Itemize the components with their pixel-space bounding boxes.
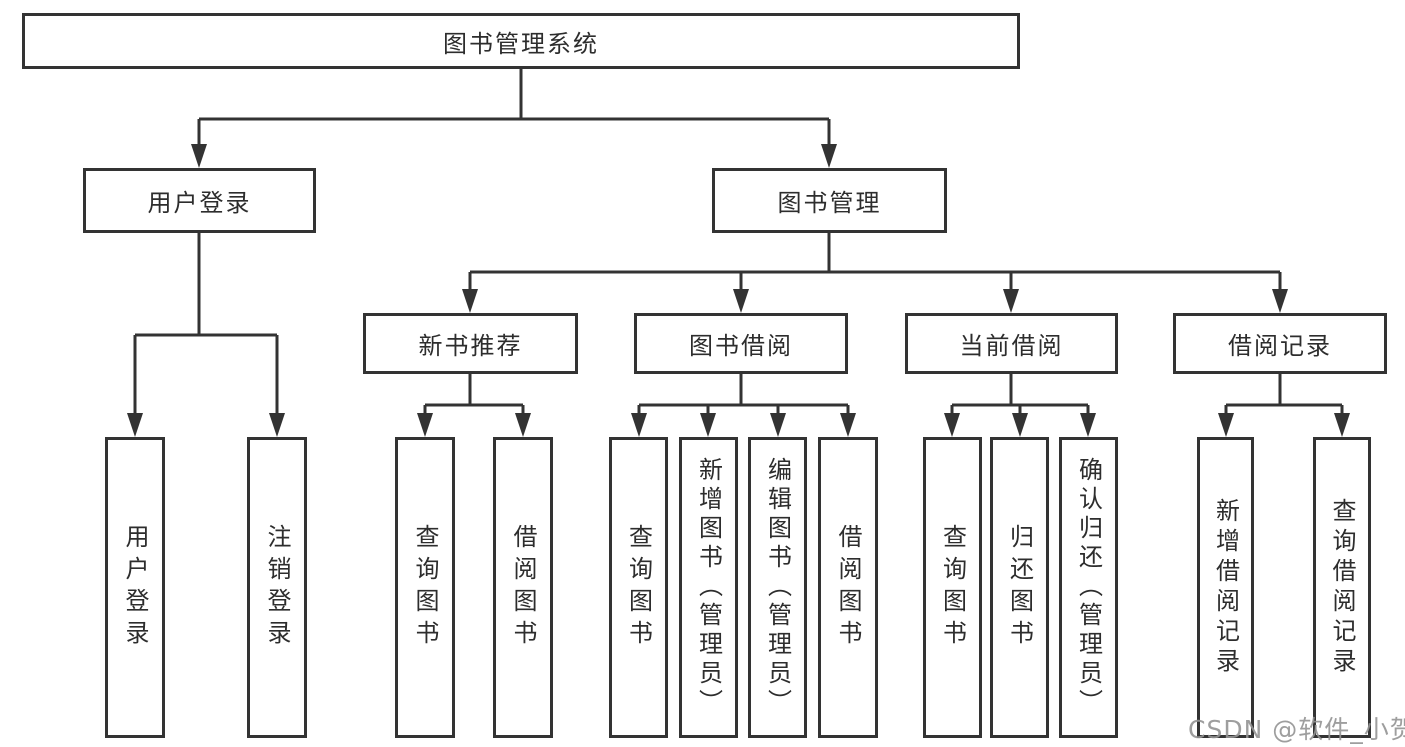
connector-book-management xyxy=(468,233,1282,293)
arrowheads xyxy=(127,144,1350,437)
leaf-borrow-books: 借阅图书 xyxy=(818,437,878,738)
node-new-book-recommend: 新书推荐 xyxy=(363,313,578,374)
leaf-query-borrow-record: 查询借阅记录 xyxy=(1313,437,1371,738)
leaf-logout: 注销登录 xyxy=(247,437,307,738)
leaf-query-books-current: 查询图书 xyxy=(923,437,982,738)
connector-book-borrowing xyxy=(637,374,850,417)
leaf-confirm-return-admin: 确认归还（管理员） xyxy=(1059,437,1118,738)
connector-current-borrowing xyxy=(950,374,1090,417)
node-current-borrowing: 当前借阅 xyxy=(905,313,1118,374)
node-library-management-system: 图书管理系统 xyxy=(22,13,1020,69)
leaf-edit-books-admin: 编辑图书（管理员） xyxy=(748,437,807,738)
connector-new-book-recommend xyxy=(423,374,525,417)
connector-root xyxy=(197,69,831,148)
leaf-user-login: 用户登录 xyxy=(105,437,165,738)
leaf-add-borrow-record: 新增借阅记录 xyxy=(1197,437,1254,738)
leaf-query-books-borrowing: 查询图书 xyxy=(609,437,668,738)
leaf-query-books-recommend: 查询图书 xyxy=(395,437,455,738)
node-user-login: 用户登录 xyxy=(83,168,316,233)
node-book-borrowing: 图书借阅 xyxy=(634,313,848,374)
node-borrowing-records: 借阅记录 xyxy=(1173,313,1387,374)
csdn-watermark: CSDN @软件_小贺同学 xyxy=(1188,715,1405,744)
leaf-add-books-admin: 新增图书（管理员） xyxy=(679,437,738,738)
leaf-borrow-books-recommend: 借阅图书 xyxy=(493,437,553,738)
node-book-management: 图书管理 xyxy=(712,168,947,233)
connector-borrowing-records xyxy=(1224,374,1344,417)
leaf-return-books: 归还图书 xyxy=(990,437,1049,738)
connector-user-login xyxy=(133,233,279,417)
